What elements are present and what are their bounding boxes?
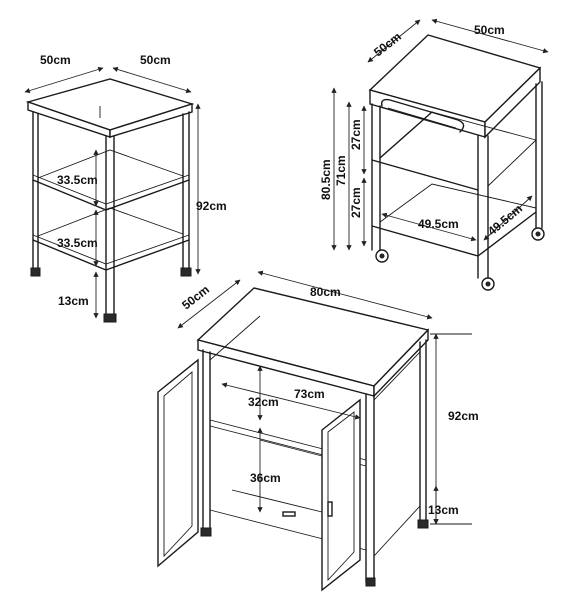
shelf-unit-depth-label: 50cm <box>140 53 171 67</box>
shelf-unit-gap-2-label: 33.5cm <box>57 236 98 250</box>
shelf-unit-height-label: 92cm <box>196 199 227 213</box>
cabinet-height-label: 92cm <box>448 409 479 423</box>
shelf-unit-leg-clearance-label: 13cm <box>58 294 89 308</box>
trolley-inner-height-label: 71cm <box>334 155 348 186</box>
trolley-shelf-depth-label: 49.5cm <box>485 201 525 238</box>
trolley-depth-label: 50cm <box>371 29 404 59</box>
trolley-drawing <box>331 18 549 291</box>
trolley-gap-top-label: 27cm <box>349 119 363 150</box>
shelf-unit-width-label: 50cm <box>40 53 71 67</box>
cabinet-width-label: 80cm <box>310 285 341 299</box>
trolley-gap-bottom-label: 27cm <box>349 187 363 218</box>
trolley-total-height-label: 80.5cm <box>319 159 333 200</box>
cabinet-drawing <box>157 270 472 592</box>
shelf-unit-drawing <box>24 66 201 323</box>
shelf-unit-gap-1-label: 33.5cm <box>57 173 98 187</box>
cabinet-lower-gap-label: 36cm <box>250 471 281 485</box>
cabinet-leg-clearance-label: 13cm <box>428 503 459 517</box>
trolley-shelf-width-label: 49.5cm <box>418 217 459 231</box>
cabinet-upper-gap-label: 32cm <box>248 395 279 409</box>
trolley-width-label: 50cm <box>474 23 505 37</box>
cabinet-depth-label: 50cm <box>179 282 212 312</box>
cabinet-inner-width-label: 73cm <box>294 387 325 401</box>
